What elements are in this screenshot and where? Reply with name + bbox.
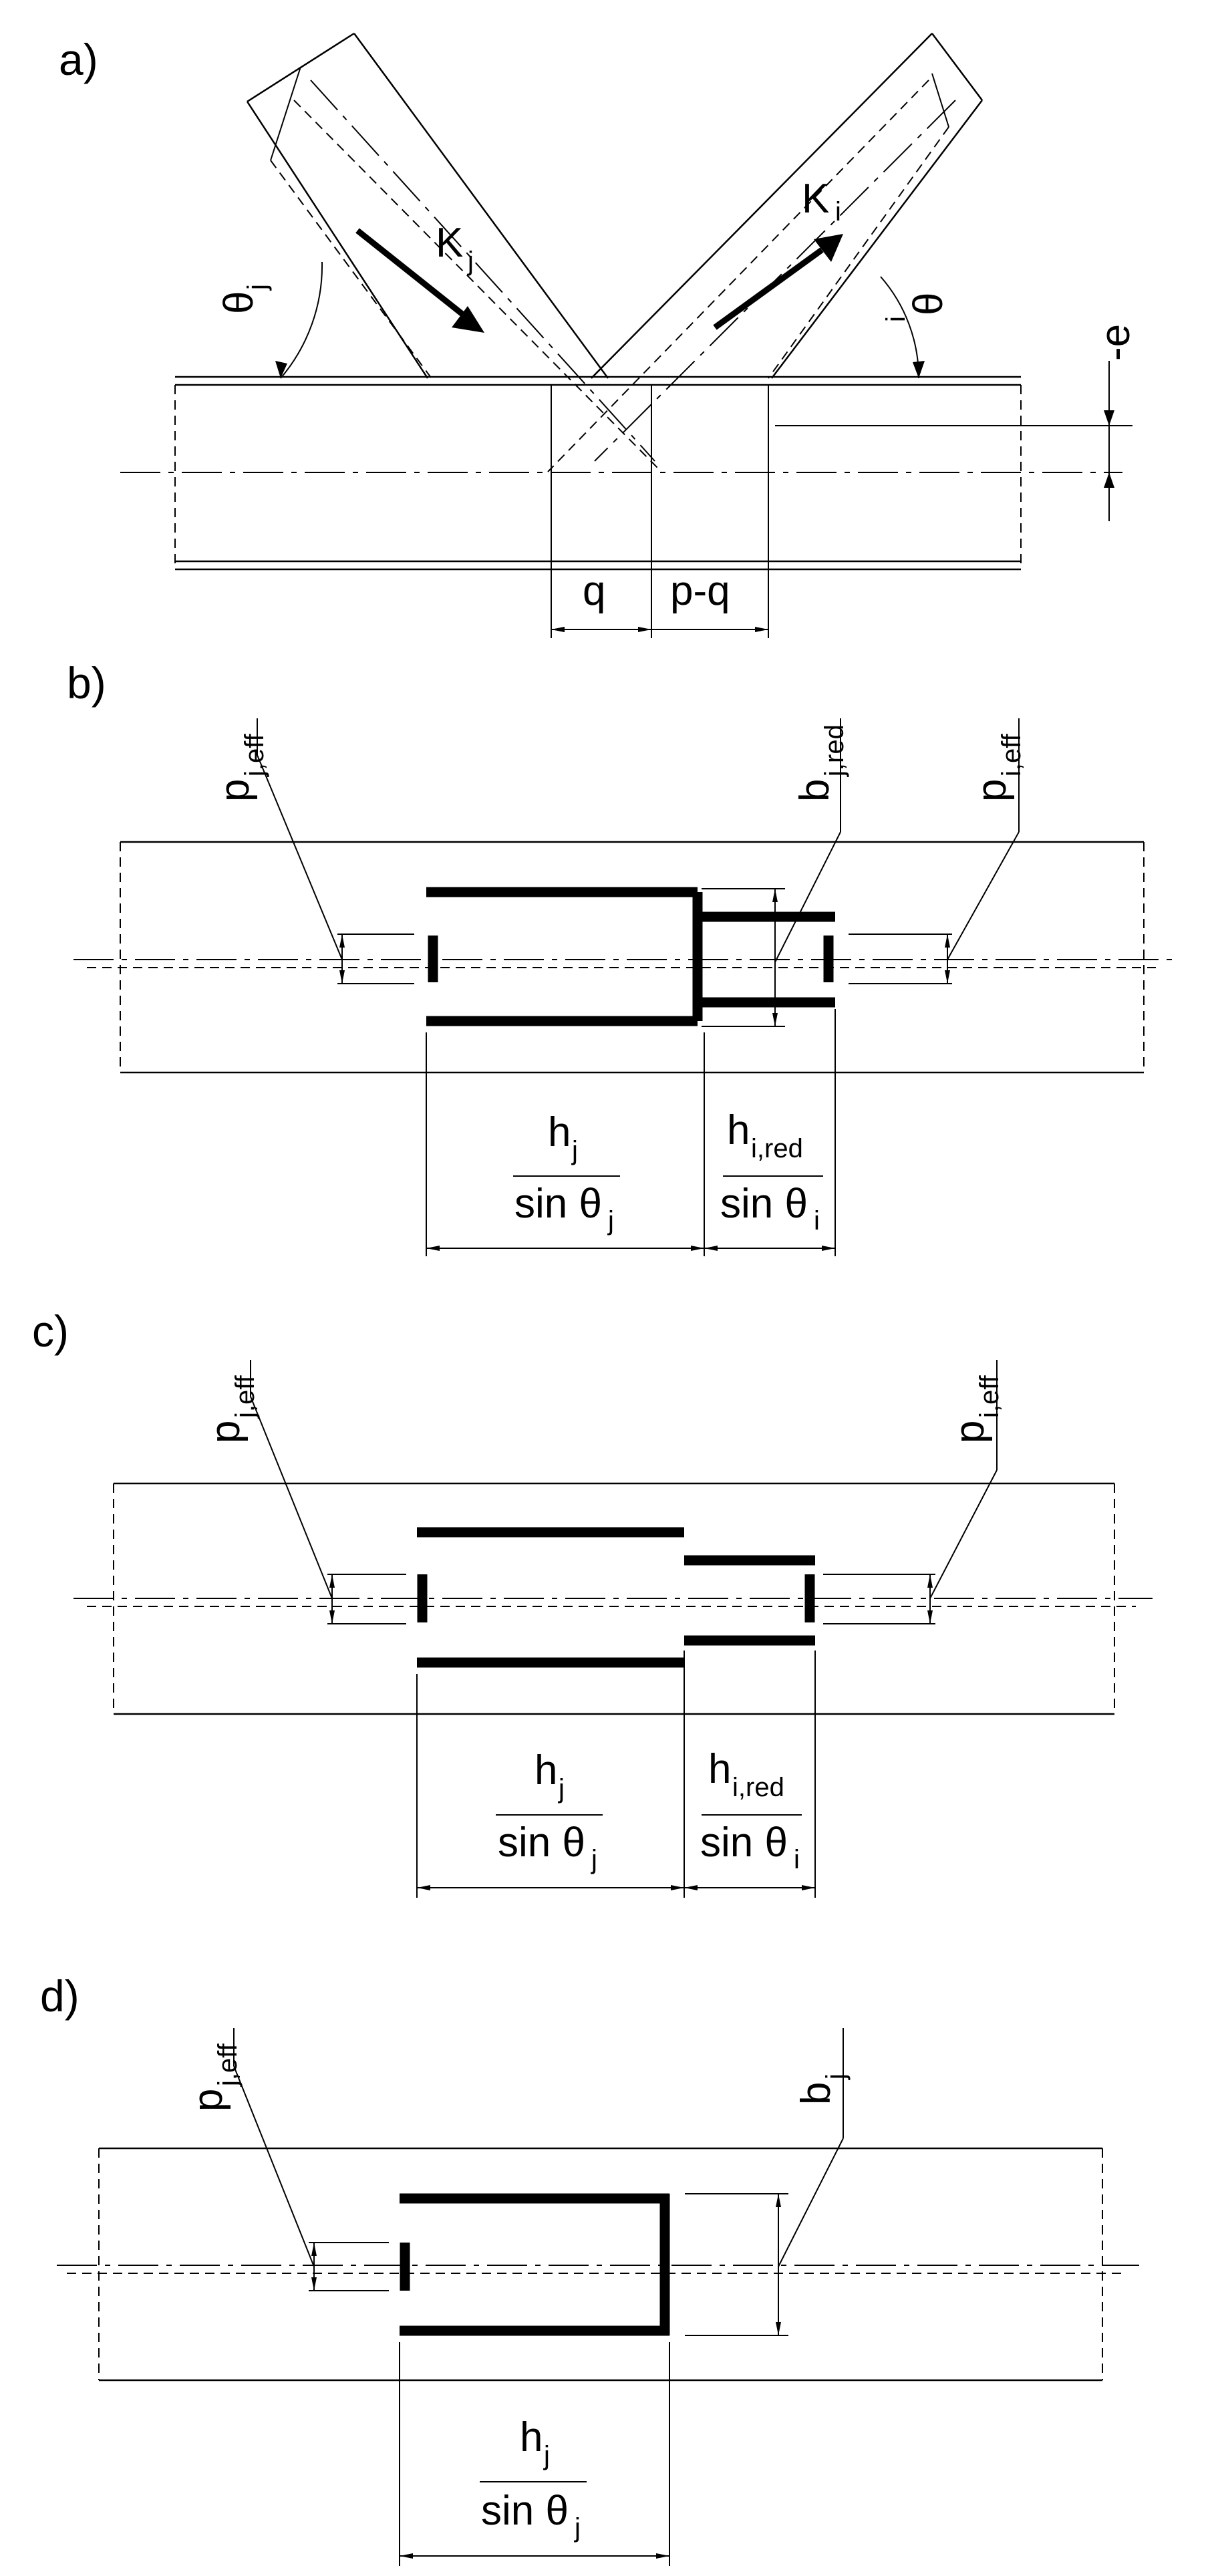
label-hi-den-c: sin θ — [700, 1820, 788, 1866]
svg-text:j: j — [467, 247, 474, 276]
pj-eff-dimension-c: p j,eff — [202, 1360, 406, 1624]
panel-c-label: c) — [32, 1306, 69, 1356]
label-hj-den-d: sin θ — [481, 2488, 569, 2534]
svg-text:j: j — [821, 2073, 851, 2080]
effective-footprint-b — [426, 887, 835, 1026]
panel-b-label: b) — [67, 658, 106, 708]
panel-c: c) p j,eff — [32, 1306, 1153, 1898]
svg-text:j: j — [543, 2441, 550, 2470]
effective-footprint-d — [400, 2193, 670, 2336]
svg-text:j: j — [591, 1845, 597, 1874]
svg-text:j,eff: j,eff — [231, 1375, 260, 1419]
svg-text:j,red: j,red — [820, 724, 849, 777]
svg-text:θ: θ — [905, 293, 951, 315]
svg-text:j: j — [243, 284, 272, 291]
effective-footprint-c — [417, 1527, 815, 1668]
label-theta-i: θ i — [881, 293, 951, 322]
svg-text:j,eff: j,eff — [240, 733, 269, 777]
svg-text:i,eff: i,eff — [975, 1375, 1004, 1418]
label-bj-d: b — [793, 2082, 839, 2105]
svg-text:j,eff: j,eff — [213, 2043, 243, 2087]
svg-text:i: i — [814, 1206, 820, 1236]
svg-text:i: i — [835, 197, 841, 227]
chord-outline-d — [57, 2147, 1139, 2382]
length-dimensions-d: h j sin θ j — [399, 2342, 670, 2566]
pj-eff-dimension-d: p j,eff — [185, 2028, 389, 2291]
svg-text:j: j — [558, 1774, 565, 1804]
label-p-q: p-q — [670, 568, 730, 614]
bj-dimension-d: b j — [685, 2028, 851, 2336]
bj-red-dimension-b: b j,red — [702, 718, 849, 1027]
pi-eff-dimension-c: p i,eff — [823, 1360, 1004, 1624]
panel-a: a) — [59, 32, 1139, 638]
pi-eff-dimension-b: p i,eff — [849, 718, 1026, 984]
svg-text:j: j — [571, 1136, 578, 1165]
svg-text:j: j — [607, 1206, 614, 1236]
label-hj-num-c: h — [535, 1747, 557, 1794]
label-pj-eff-c: p — [202, 1421, 249, 1443]
label-bj-red-b: b — [792, 779, 838, 802]
angle-arc-theta-j — [280, 261, 323, 379]
length-dimensions-c: h j sin θ j h i,red sin θ i — [416, 1651, 816, 1898]
eccentricity-dimension: -e — [775, 324, 1139, 521]
label-pi-eff-b: p — [969, 779, 1015, 802]
brace-j — [246, 32, 662, 472]
force-arrow-kj — [355, 228, 464, 317]
pj-eff-dimension-b: p j,eff — [212, 718, 414, 984]
label-pi-eff-c: p — [947, 1421, 993, 1443]
panel-d-label: d) — [40, 1971, 80, 2021]
chord-outline-c — [73, 1482, 1153, 1715]
brace-i — [547, 33, 983, 472]
panel-b: b) p j,eff — [67, 658, 1176, 1256]
svg-text:i,red: i,red — [732, 1773, 784, 1802]
svg-text:K: K — [802, 176, 829, 222]
label-kj: K j — [436, 220, 474, 276]
label-hj-den-b: sin θ — [514, 1181, 602, 1227]
length-dimensions-b: h j sin θ j h i,red sin θ i — [426, 1009, 836, 1256]
label-hi-num-c: h — [708, 1746, 731, 1792]
panel-d: d) p j,eff — [40, 1971, 1139, 2566]
label-pj-eff-b: p — [212, 779, 258, 802]
label-hj-den-c: sin θ — [498, 1820, 585, 1866]
label-hj-num-b: h — [548, 1109, 571, 1155]
label-theta-j: θ j — [216, 284, 272, 314]
label-hi-den-b: sin θ — [720, 1181, 808, 1227]
svg-text:i,red: i,red — [751, 1134, 803, 1163]
svg-text:i: i — [794, 1845, 800, 1874]
svg-text:j: j — [574, 2513, 581, 2543]
label-hj-num-d: h — [520, 2414, 543, 2460]
chord-outline-b — [73, 841, 1176, 1074]
label-ki: K i — [802, 176, 841, 227]
q-pq-dimensions: q p-q — [551, 385, 769, 638]
label-ecc: -e — [1092, 324, 1139, 361]
chord-member-a — [120, 376, 1122, 571]
label-hi-num-b: h — [727, 1107, 750, 1153]
svg-text:i: i — [881, 316, 911, 322]
svg-text:i,eff: i,eff — [997, 733, 1026, 776]
label-q: q — [583, 568, 605, 614]
label-pj-eff-d: p — [185, 2089, 231, 2112]
panel-a-label: a) — [59, 35, 98, 84]
force-arrow-ki — [713, 247, 824, 330]
svg-text:K: K — [436, 220, 463, 266]
svg-text:θ: θ — [216, 291, 262, 314]
